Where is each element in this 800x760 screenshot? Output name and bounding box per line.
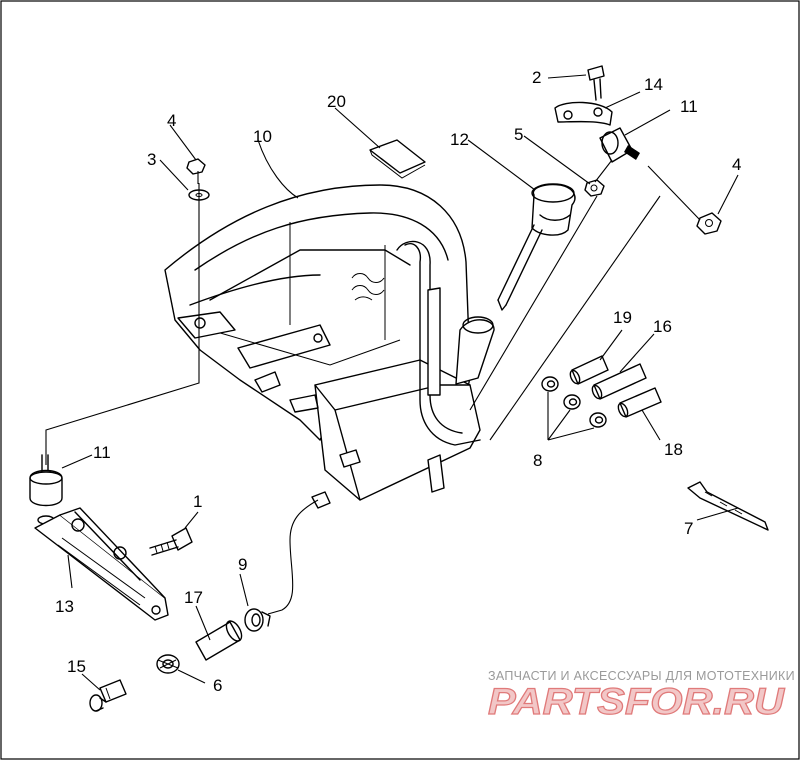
leader-lines (45, 74, 739, 691)
callout-17: 17 (184, 588, 203, 607)
callout-12: 12 (450, 130, 469, 149)
callout-20: 20 (327, 92, 346, 111)
mounting-bracket-13-part (34, 507, 169, 621)
watermark-caption: ЗАПЧАСТИ И АКСЕССУАРЫ ДЛЯ МОТОТЕХНИКИ (488, 669, 795, 683)
cable-tie-7-part (687, 481, 769, 531)
callout-labels: 1 2 3 4 4 5 6 7 8 9 10 11 11 12 13 14 15… (55, 68, 741, 695)
clamp-8-bottom-part (589, 412, 607, 428)
plug-15-part (89, 679, 127, 712)
clamp-8-top-part (541, 376, 559, 392)
hose-18-part (617, 387, 662, 418)
callout-6: 6 (213, 676, 222, 695)
clamp-8-mid-part (563, 394, 581, 410)
dipstick-cap-part (497, 183, 576, 311)
callout-4-left: 4 (167, 111, 176, 130)
bracket-14-part (554, 101, 613, 126)
oil-tank-part (164, 184, 495, 509)
callout-5: 5 (514, 125, 523, 144)
watermark-logo: PARTSFOR.RU (488, 681, 785, 722)
bolt-2-part (587, 65, 605, 101)
hose-19-part (569, 355, 609, 385)
callout-2: 2 (532, 68, 541, 87)
screw-1-part (149, 527, 193, 556)
callout-4-right: 4 (732, 155, 741, 174)
callout-13: 13 (55, 597, 74, 616)
callout-11-upper: 11 (680, 97, 698, 116)
clamp-6-part (156, 654, 180, 674)
callout-14: 14 (644, 75, 663, 94)
callout-8: 8 (533, 451, 542, 470)
nut-4-left-part (186, 158, 206, 175)
callout-18: 18 (664, 440, 683, 459)
rubber-mount-upper-part (599, 127, 640, 163)
callout-7: 7 (684, 519, 693, 538)
callout-16: 16 (653, 317, 672, 336)
hose-17-part (195, 620, 243, 661)
rubber-mount-lower-part (29, 454, 63, 525)
watermark: ЗАПЧАСТИ И АКСЕССУАРЫ ДЛЯ МОТОТЕХНИКИ PA… (487, 669, 795, 723)
clamp-9-part (244, 608, 271, 632)
hose-16-part (591, 363, 647, 400)
callout-15: 15 (67, 657, 86, 676)
callout-9: 9 (238, 555, 247, 574)
callout-19: 19 (613, 308, 632, 327)
seal-pad-part (369, 139, 426, 179)
nut-4-right-part (696, 212, 722, 235)
hose-route-line (267, 499, 319, 615)
callout-3: 3 (147, 150, 156, 169)
callout-11-lower: 11 (93, 443, 111, 462)
callout-1: 1 (193, 492, 202, 511)
callout-10: 10 (253, 127, 272, 146)
